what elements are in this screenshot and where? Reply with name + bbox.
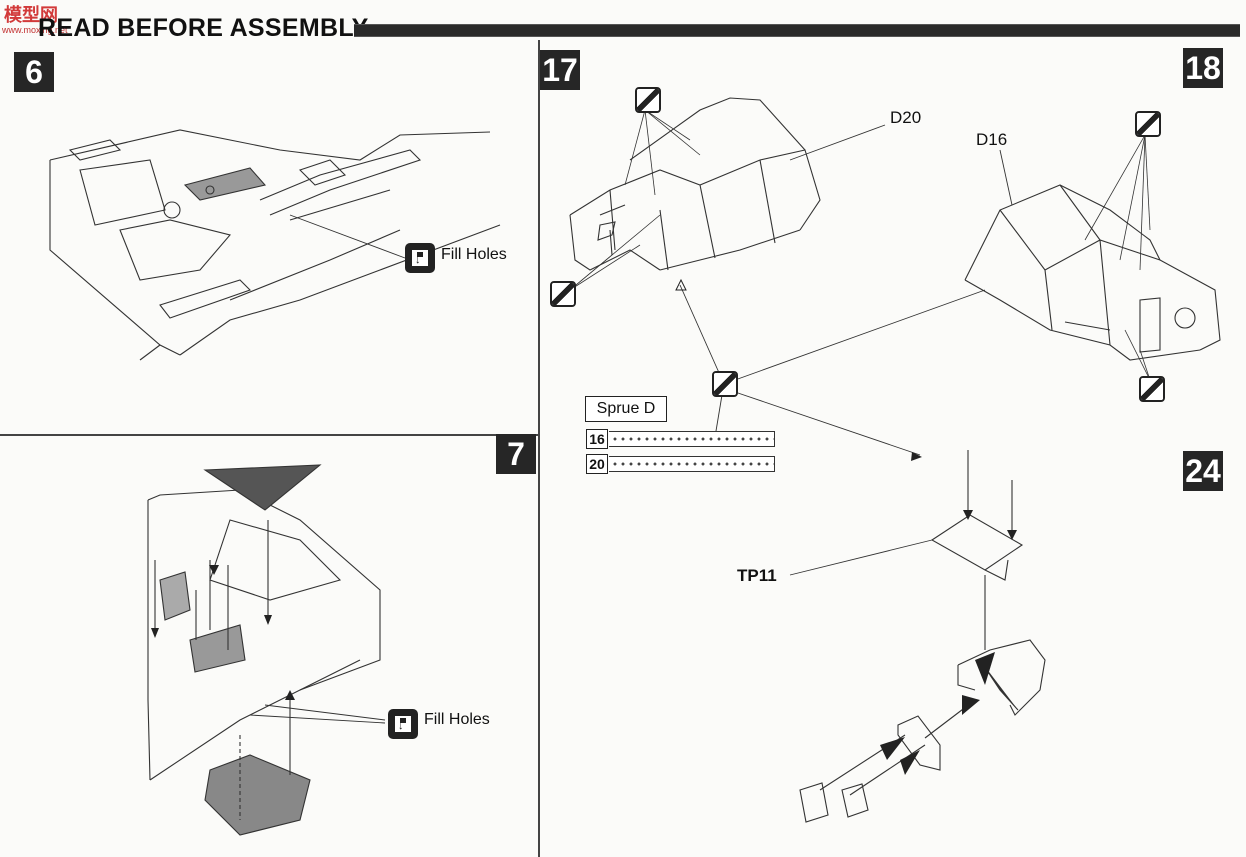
fill-holes-icon [388, 709, 418, 739]
fill-holes-label-step7: Fill Holes [424, 711, 490, 728]
photo-etch-bend-icon [635, 87, 661, 113]
part-tp11-plate [789, 450, 1024, 650]
sprue-d-title: Sprue D [585, 396, 667, 422]
step-number-18: 18 [1183, 48, 1223, 88]
sprue-part-number: 16 [586, 429, 608, 449]
part-lens-b [841, 783, 869, 818]
fill-holes-icon [405, 243, 435, 273]
sprue-strip-16 [609, 431, 775, 447]
photo-etch-bend-icon [550, 281, 576, 307]
sprue-part-number: 20 [586, 454, 608, 474]
part-label-d16: D16 [976, 130, 1008, 149]
part-label-tp11: TP11 [737, 566, 777, 585]
fill-holes-label-step6: Fill Holes [441, 246, 507, 263]
watermark-logo: 模型网 [4, 5, 58, 25]
watermark-url: www.moxing.net [2, 25, 68, 35]
part-sight-bracket [819, 699, 976, 796]
step-number-6: 6 [14, 52, 54, 92]
header-rule [354, 24, 1240, 37]
gun-shield-d20 [569, 97, 821, 271]
gun-shield-d16 [964, 184, 1221, 361]
step-number-7: 7 [496, 434, 536, 474]
photo-etch-bend-icon [712, 371, 738, 397]
panel-divider-horizontal [0, 434, 538, 436]
part-lens-a [799, 782, 829, 823]
photo-etch-bend-icon [1139, 376, 1165, 402]
panel-divider-vertical [538, 40, 540, 857]
hull-deck-step6 [49, 129, 501, 361]
hull-deck-step7 [147, 464, 386, 836]
part-label-d20: D20 [890, 108, 922, 127]
step-number-24: 24 [1183, 451, 1223, 491]
page-title: READ BEFORE ASSEMBLY [38, 14, 369, 42]
step-number-17: 17 [540, 50, 580, 90]
sprue-strip-20 [609, 456, 775, 472]
photo-etch-bend-icon [1135, 111, 1161, 137]
